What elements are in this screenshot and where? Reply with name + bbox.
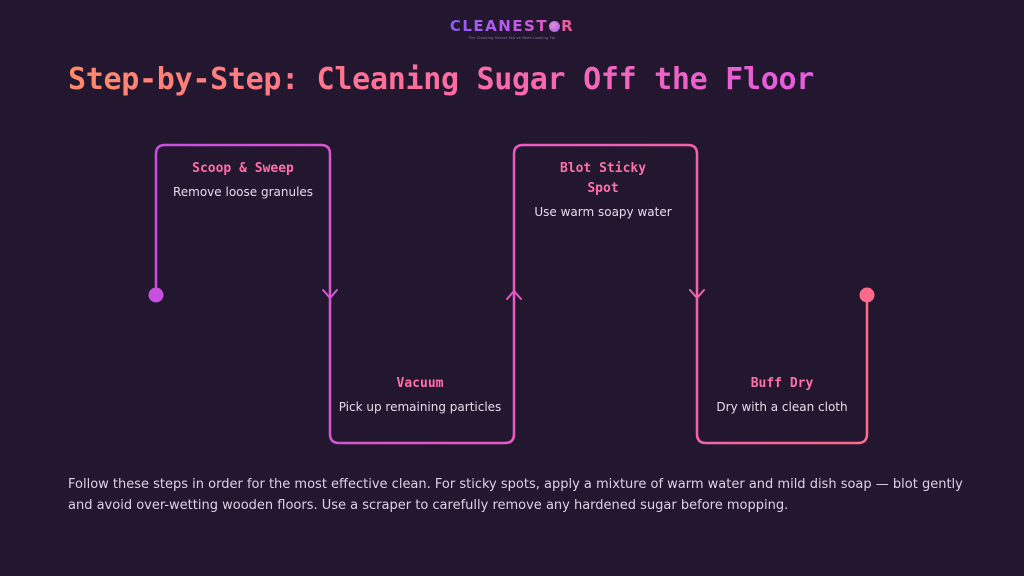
arrow-down-icon <box>689 289 705 299</box>
step-title: Vacuum <box>396 376 444 391</box>
end-dot <box>859 287 875 303</box>
step-buff-dry: Buff Dry Dry with a clean cloth <box>697 374 867 415</box>
step-title: Blot Sticky Spot <box>559 161 647 196</box>
step-description: Use warm soapy water <box>534 205 672 219</box>
brand-tagline: The Cleaning Secret You've Been Looking … <box>468 36 556 40</box>
flow-path <box>154 143 869 445</box>
arrow-up-icon <box>506 290 522 300</box>
step-title: Scoop & Sweep <box>192 161 294 176</box>
step-description: Pick up remaining particles <box>338 400 502 414</box>
start-dot <box>148 287 164 303</box>
step-vacuum: Vacuum Pick up remaining particles <box>335 374 505 415</box>
step-description: Remove loose granules <box>172 185 314 199</box>
globe-icon <box>549 21 561 32</box>
instructions-paragraph: Follow these steps in order for the most… <box>68 477 963 513</box>
arrow-down-icon <box>322 289 338 299</box>
page-title: Step-by-Step: Cleaning Sugar Off the Flo… <box>68 62 814 97</box>
step-title: Buff Dry <box>750 376 814 391</box>
step-description: Dry with a clean cloth <box>716 400 848 414</box>
step-scoop-sweep: Scoop & Sweep Remove loose granules <box>158 159 328 200</box>
step-blot-sticky-spot: Blot Sticky Spot Use warm soapy water <box>518 159 688 220</box>
